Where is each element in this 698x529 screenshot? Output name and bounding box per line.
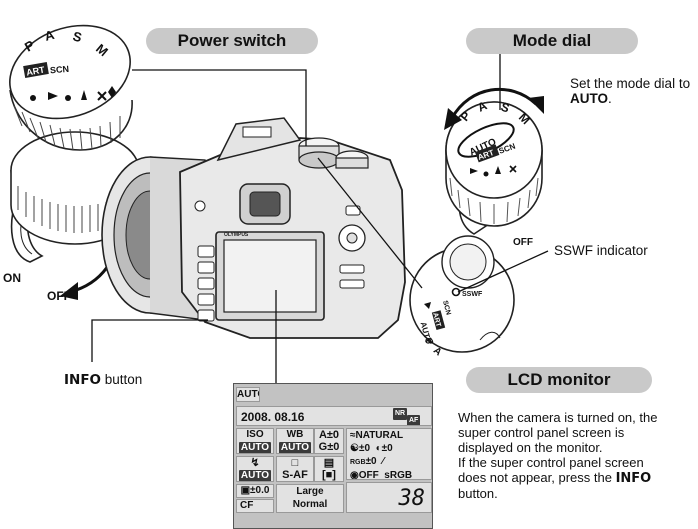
- white-balance-setting[interactable]: WB AUTO: [276, 428, 314, 454]
- exposure-comp-icon: ▣: [240, 485, 251, 496]
- camera-brand: OLYMPUS: [224, 232, 249, 238]
- gradation-icon: ⁄: [382, 456, 384, 467]
- wb-adj-a: A±0: [318, 429, 340, 441]
- wb-adj-g: G±0: [318, 441, 340, 453]
- top-dial-s: S: [71, 28, 84, 45]
- gradation-color-row: ◉OFF sRGB: [350, 470, 413, 480]
- metering-setting[interactable]: ▤ [■]: [314, 456, 344, 482]
- top-dial-a: A: [43, 27, 57, 44]
- camera-body: OLYMPUS: [101, 117, 406, 339]
- flash-mode-setting[interactable]: ↯ AUTO: [236, 456, 274, 482]
- saturation-icon: RGB: [350, 459, 366, 466]
- image-quality-setting[interactable]: Large Normal: [276, 484, 344, 513]
- exposure-comp-setting[interactable]: ▣±0.0: [236, 484, 274, 498]
- flash-value: AUTO: [238, 470, 272, 481]
- picture-mode-icon: ≈: [350, 430, 356, 441]
- lcd-desc-line6: button.: [458, 486, 498, 501]
- stabilizer-icon: ▤: [323, 457, 335, 469]
- period: .: [608, 91, 612, 106]
- mode-dial-instruction-line1: Set the mode dial to: [570, 76, 691, 91]
- color-space: sRGB: [384, 470, 413, 480]
- mode-dial-instruction: Set the mode dial to AUTO.: [570, 76, 698, 106]
- focus-mode-setting[interactable]: □ S-AF: [276, 456, 314, 482]
- lcd-desc-line4: If the super control panel screen: [458, 455, 644, 470]
- sswf-closeup: SSWF AUTO ART SCN P A: [409, 235, 515, 358]
- saturation-row: RGB±0 ⁄: [350, 456, 384, 467]
- wb-compensation[interactable]: A±0 G±0: [314, 428, 344, 454]
- drive-icon: □: [291, 457, 299, 469]
- quality-line2: Normal: [292, 499, 328, 510]
- lcd-desc-line5-pre: does not appear, press the: [458, 470, 616, 485]
- lcd-desc-line3: displayed on the monitor.: [458, 440, 603, 455]
- mode-off-label: OFF: [513, 237, 533, 248]
- iso-value: AUTO: [238, 442, 272, 453]
- info-button-label: INFO button: [64, 372, 142, 388]
- top-dial-scn: SCN: [50, 64, 70, 76]
- lcd-desc-line5: does not appear, press the INFO: [458, 470, 698, 486]
- mode-dial-label: Mode dial: [466, 28, 638, 54]
- sswf-dial-art: ART: [431, 312, 442, 328]
- picture-mode: ≈NATURAL: [350, 430, 404, 441]
- panel-date: 2008. 08.16: [241, 410, 305, 424]
- card-setting[interactable]: CF: [236, 499, 274, 513]
- top-dial-art: ART: [25, 64, 45, 77]
- panel-mode: AUTO: [236, 387, 260, 402]
- wb-value: AUTO: [278, 442, 312, 453]
- sswf-mark-label: SSWF: [462, 291, 483, 298]
- iso-label: ISO: [246, 429, 264, 440]
- gradation-off-icon: ◉: [350, 470, 359, 480]
- picture-mode-setting[interactable]: ≈NATURAL ☯±0 ◐±0 RGB±0 ⁄ ◉OFF sRGB: [346, 428, 432, 480]
- sswf-dial-scn: SCN: [441, 300, 452, 316]
- mode-dial-instruction-line2: AUTO.: [570, 91, 698, 106]
- iso-setting[interactable]: ISO AUTO: [236, 428, 274, 454]
- power-switch-label: Power switch: [146, 28, 318, 54]
- noise-reduction-badge: NR: [393, 408, 408, 420]
- lcd-desc-line2: super control panel screen is: [458, 425, 625, 440]
- lcd-description: When the camera is turned on, the super …: [458, 410, 698, 501]
- lcd-desc-line1: When the camera is turned on, the: [458, 410, 658, 425]
- focus-mode: S-AF: [282, 469, 308, 481]
- quality-line1: Large: [296, 486, 324, 497]
- leader-lines: [91, 48, 549, 383]
- sharpness-contrast: ☯±0 ◐±0: [350, 443, 393, 454]
- sswf-indicator-label: SSWF indicator: [554, 243, 648, 258]
- sswf-dial-a: A: [431, 345, 444, 358]
- info-button-rest: button: [101, 372, 143, 387]
- mode-dial-detail: P A S M AUTO ART SCN ON OFF: [444, 87, 544, 248]
- lcd-monitor-label: LCD monitor: [466, 367, 652, 393]
- contrast-icon: ◐: [375, 443, 382, 454]
- top-on-label: ON: [3, 271, 21, 285]
- super-control-panel: AUTO 2008. 08.16 NR AF ISO AUTO WB AUTO …: [233, 383, 433, 529]
- wb-label: WB: [286, 429, 304, 440]
- panel-date-row: 2008. 08.16 NR AF: [236, 406, 432, 426]
- info-keyword-2: INFO: [615, 471, 652, 486]
- shots-remaining: 38: [346, 482, 432, 513]
- af-badge: AF: [407, 415, 421, 425]
- info-keyword: INFO: [64, 372, 102, 388]
- metering-icon: [■]: [322, 469, 336, 481]
- flash-icon: ↯: [250, 457, 260, 469]
- auto-keyword: AUTO: [570, 91, 609, 106]
- sharpness-icon: ☯: [350, 443, 359, 454]
